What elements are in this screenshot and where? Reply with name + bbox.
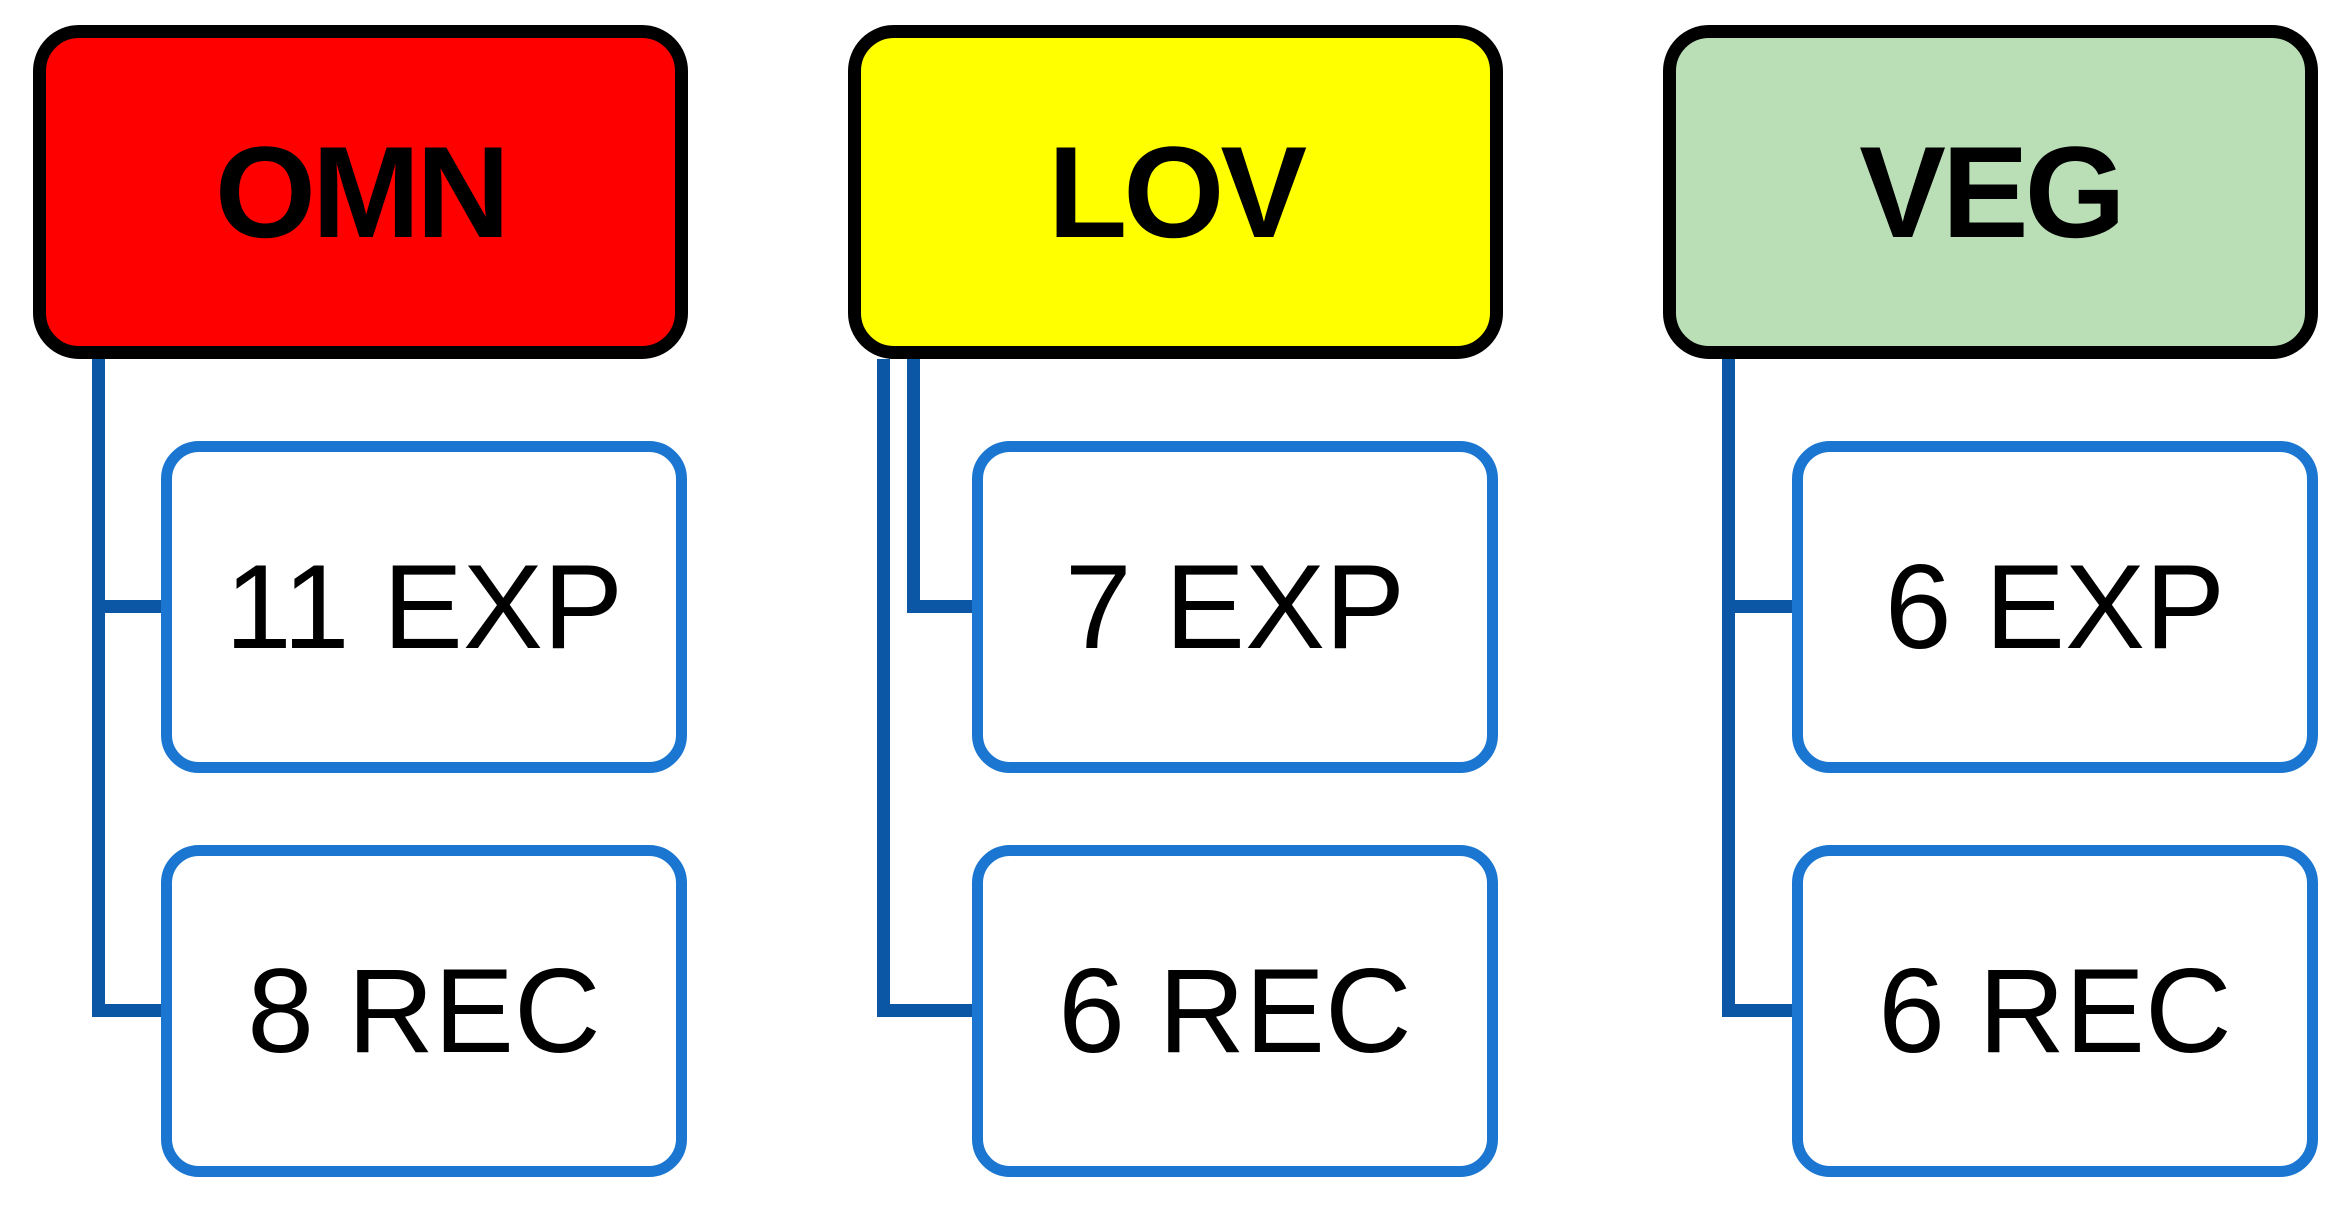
category-box-lov: LOV — [848, 25, 1503, 359]
connector-stub-omn-rec — [92, 1004, 166, 1017]
connector-line-lov-rec — [877, 359, 890, 1017]
child-label-veg-rec: 6 REC — [1878, 944, 2232, 1078]
child-label-veg-exp: 6 EXP — [1884, 540, 2226, 674]
child-label-omn-rec: 8 REC — [247, 944, 601, 1078]
category-label-lov: LOV — [1047, 119, 1307, 265]
category-box-omn: OMN — [33, 25, 688, 359]
category-box-veg: VEG — [1663, 25, 2318, 359]
category-label-omn: OMN — [214, 119, 510, 265]
child-box-veg-exp: 6 EXP — [1792, 441, 2318, 773]
category-label-veg: VEG — [1859, 119, 2126, 265]
child-label-lov-rec: 6 REC — [1058, 944, 1412, 1078]
child-box-lov-exp: 7 EXP — [972, 441, 1498, 773]
child-box-lov-rec: 6 REC — [972, 845, 1498, 1177]
child-box-omn-rec: 8 REC — [161, 845, 687, 1177]
connector-line-omn — [92, 359, 105, 1017]
connector-stub-lov-exp — [907, 600, 977, 613]
connector-stub-omn-exp — [92, 600, 166, 613]
child-box-omn-exp: 11 EXP — [161, 441, 687, 773]
child-label-omn-exp: 11 EXP — [224, 540, 624, 674]
connector-stub-veg-exp — [1722, 600, 1797, 613]
connector-stub-veg-rec — [1722, 1004, 1797, 1017]
child-label-lov-exp: 7 EXP — [1064, 540, 1406, 674]
connector-stub-lov-rec — [877, 1004, 977, 1017]
child-box-veg-rec: 6 REC — [1792, 845, 2318, 1177]
connector-line-lov-exp — [907, 359, 920, 613]
connector-line-veg — [1722, 359, 1735, 1017]
